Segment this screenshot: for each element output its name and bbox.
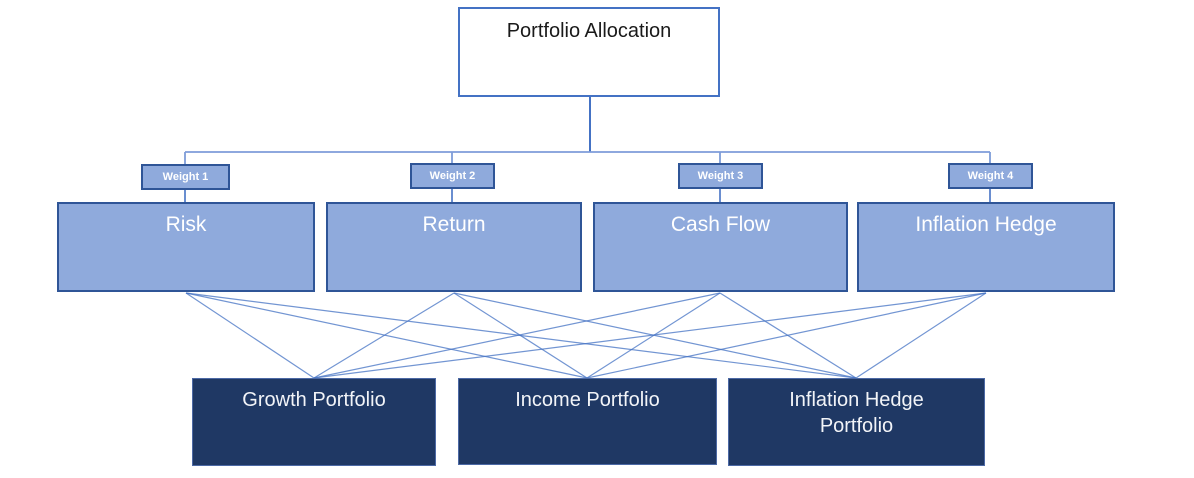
- node-inflation-hedge-label: Inflation Hedge: [915, 213, 1057, 236]
- node-growth-portfolio-label: Growth Portfolio: [242, 389, 386, 411]
- node-weight-1-label: Weight 1: [162, 171, 209, 183]
- edge-return-income: [453, 292, 588, 379]
- edge-risk-growth: [185, 292, 315, 379]
- edge-risk-income: [185, 292, 588, 379]
- node-risk-label: Risk: [165, 213, 207, 236]
- node-inflation-hedge: Inflation Hedge: [857, 202, 1115, 292]
- edge-inflation-inflationhedge: [855, 292, 987, 379]
- node-return-label: Return: [422, 213, 486, 236]
- edge-inflation-growth: [313, 292, 987, 379]
- node-cash-flow: Cash Flow: [593, 202, 848, 292]
- node-income-portfolio: Income Portfolio: [458, 378, 717, 465]
- node-weight-3-label: Weight 3: [697, 170, 744, 182]
- edge-inflation-income: [586, 292, 987, 379]
- node-risk: Risk: [57, 202, 315, 292]
- node-weight-2: Weight 2: [410, 163, 495, 189]
- node-weight-4: Weight 4: [948, 163, 1033, 189]
- node-weight-2-label: Weight 2: [429, 170, 476, 182]
- node-inflation-hedge-portfolio-label: Inflation Hedge Portfolio: [789, 389, 924, 437]
- node-cash-flow-label: Cash Flow: [670, 213, 771, 236]
- edge-return-growth: [313, 292, 455, 379]
- node-weight-3: Weight 3: [678, 163, 763, 189]
- node-return: Return: [326, 202, 582, 292]
- edge-cashflow-growth: [313, 292, 721, 379]
- node-growth-portfolio: Growth Portfolio: [192, 378, 436, 466]
- node-weight-4-label: Weight 4: [967, 170, 1014, 182]
- node-portfolio-allocation: Portfolio Allocation: [458, 7, 720, 97]
- edge-return-inflationhedge: [453, 292, 857, 379]
- node-income-portfolio-label: Income Portfolio: [515, 389, 660, 411]
- node-weight-1: Weight 1: [141, 164, 230, 190]
- node-inflation-hedge-portfolio: Inflation Hedge Portfolio: [728, 378, 985, 466]
- node-portfolio-allocation-label: Portfolio Allocation: [506, 20, 672, 42]
